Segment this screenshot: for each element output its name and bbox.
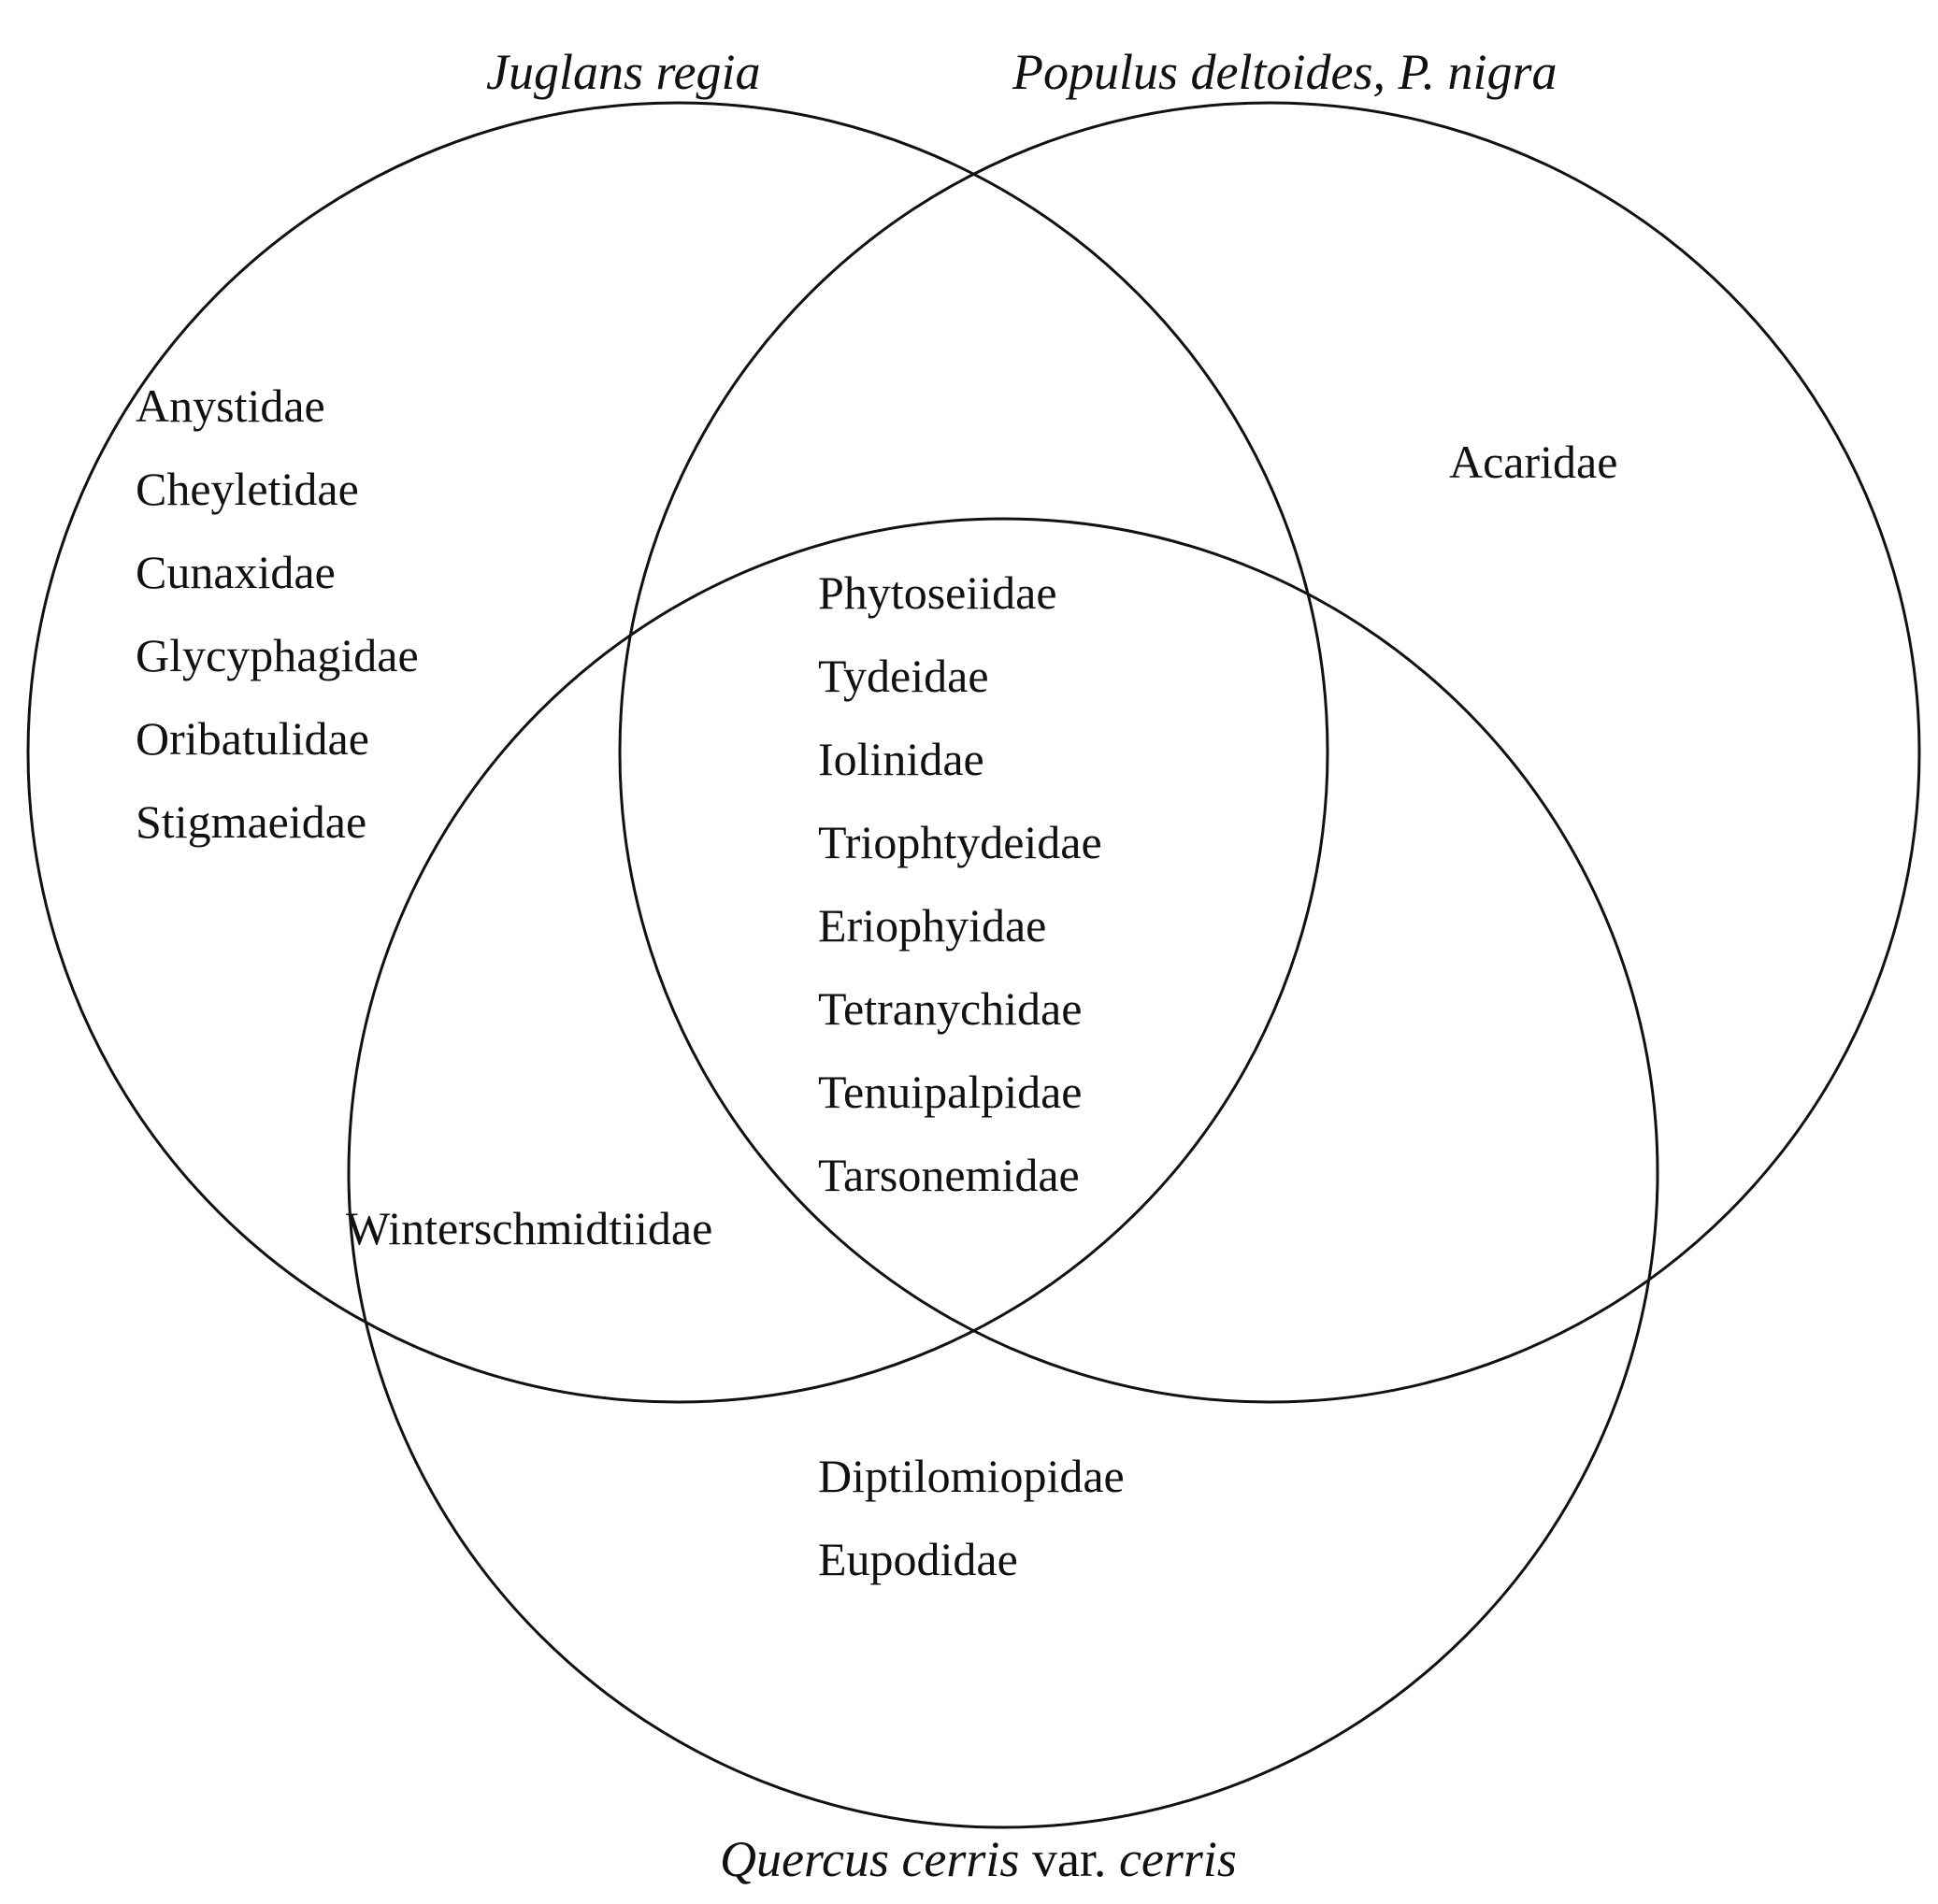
family-label: Anystidae <box>136 379 325 432</box>
family-label: Winterschmidtiidae <box>346 1202 713 1254</box>
juglans-quercus-region: Winterschmidtiidae <box>346 1187 712 1270</box>
family-label: Eupodidae <box>818 1533 1018 1585</box>
family-label: Cheyletidae <box>136 463 359 515</box>
quercus-cerris-label: Quercus cerris var. cerris <box>720 1834 1237 1884</box>
family-label: Tarsonemidae <box>818 1149 1080 1201</box>
populus-circle <box>618 101 1921 1404</box>
family-label: Diptilomiopidae <box>818 1450 1125 1502</box>
quercus-cerris-label-rank: var. <box>1019 1831 1119 1887</box>
quercus-only-region: Diptilomiopidae Eupodidae <box>818 1435 1125 1601</box>
quercus-cerris-label-species: Quercus cerris <box>720 1831 1020 1887</box>
quercus-cerris-label-variety: cerris <box>1118 1831 1237 1887</box>
family-label: Iolinidae <box>818 733 984 785</box>
juglans-only-region: Anystidae Cheyletidae Cunaxidae Glycypha… <box>136 365 419 864</box>
juglans-regia-circle <box>26 101 1329 1404</box>
family-label: Eriophyidae <box>818 899 1047 952</box>
quercus-cerris-circle <box>347 517 1659 1829</box>
populus-only-region: Acaridae <box>1449 421 1617 504</box>
family-label: Cunaxidae <box>136 546 336 598</box>
family-label: Tetranychidae <box>818 982 1083 1035</box>
family-label: Triophtydeidae <box>818 816 1102 868</box>
family-label: Tydeidae <box>818 650 989 702</box>
all-three-region: Phytoseiidae Tydeidae Iolinidae Triophty… <box>818 551 1102 1217</box>
family-label: Phytoseiidae <box>818 566 1057 619</box>
family-label: Glycyphagidae <box>136 629 419 681</box>
family-label: Stigmaeidae <box>136 795 367 848</box>
family-label: Tenuipalpidae <box>818 1066 1083 1118</box>
populus-label: Populus deltoides, P. nigra <box>1012 44 1558 100</box>
family-label: Oribatulidae <box>136 712 369 765</box>
juglans-regia-label: Juglans regia <box>486 44 761 100</box>
family-label: Acaridae <box>1449 436 1618 488</box>
